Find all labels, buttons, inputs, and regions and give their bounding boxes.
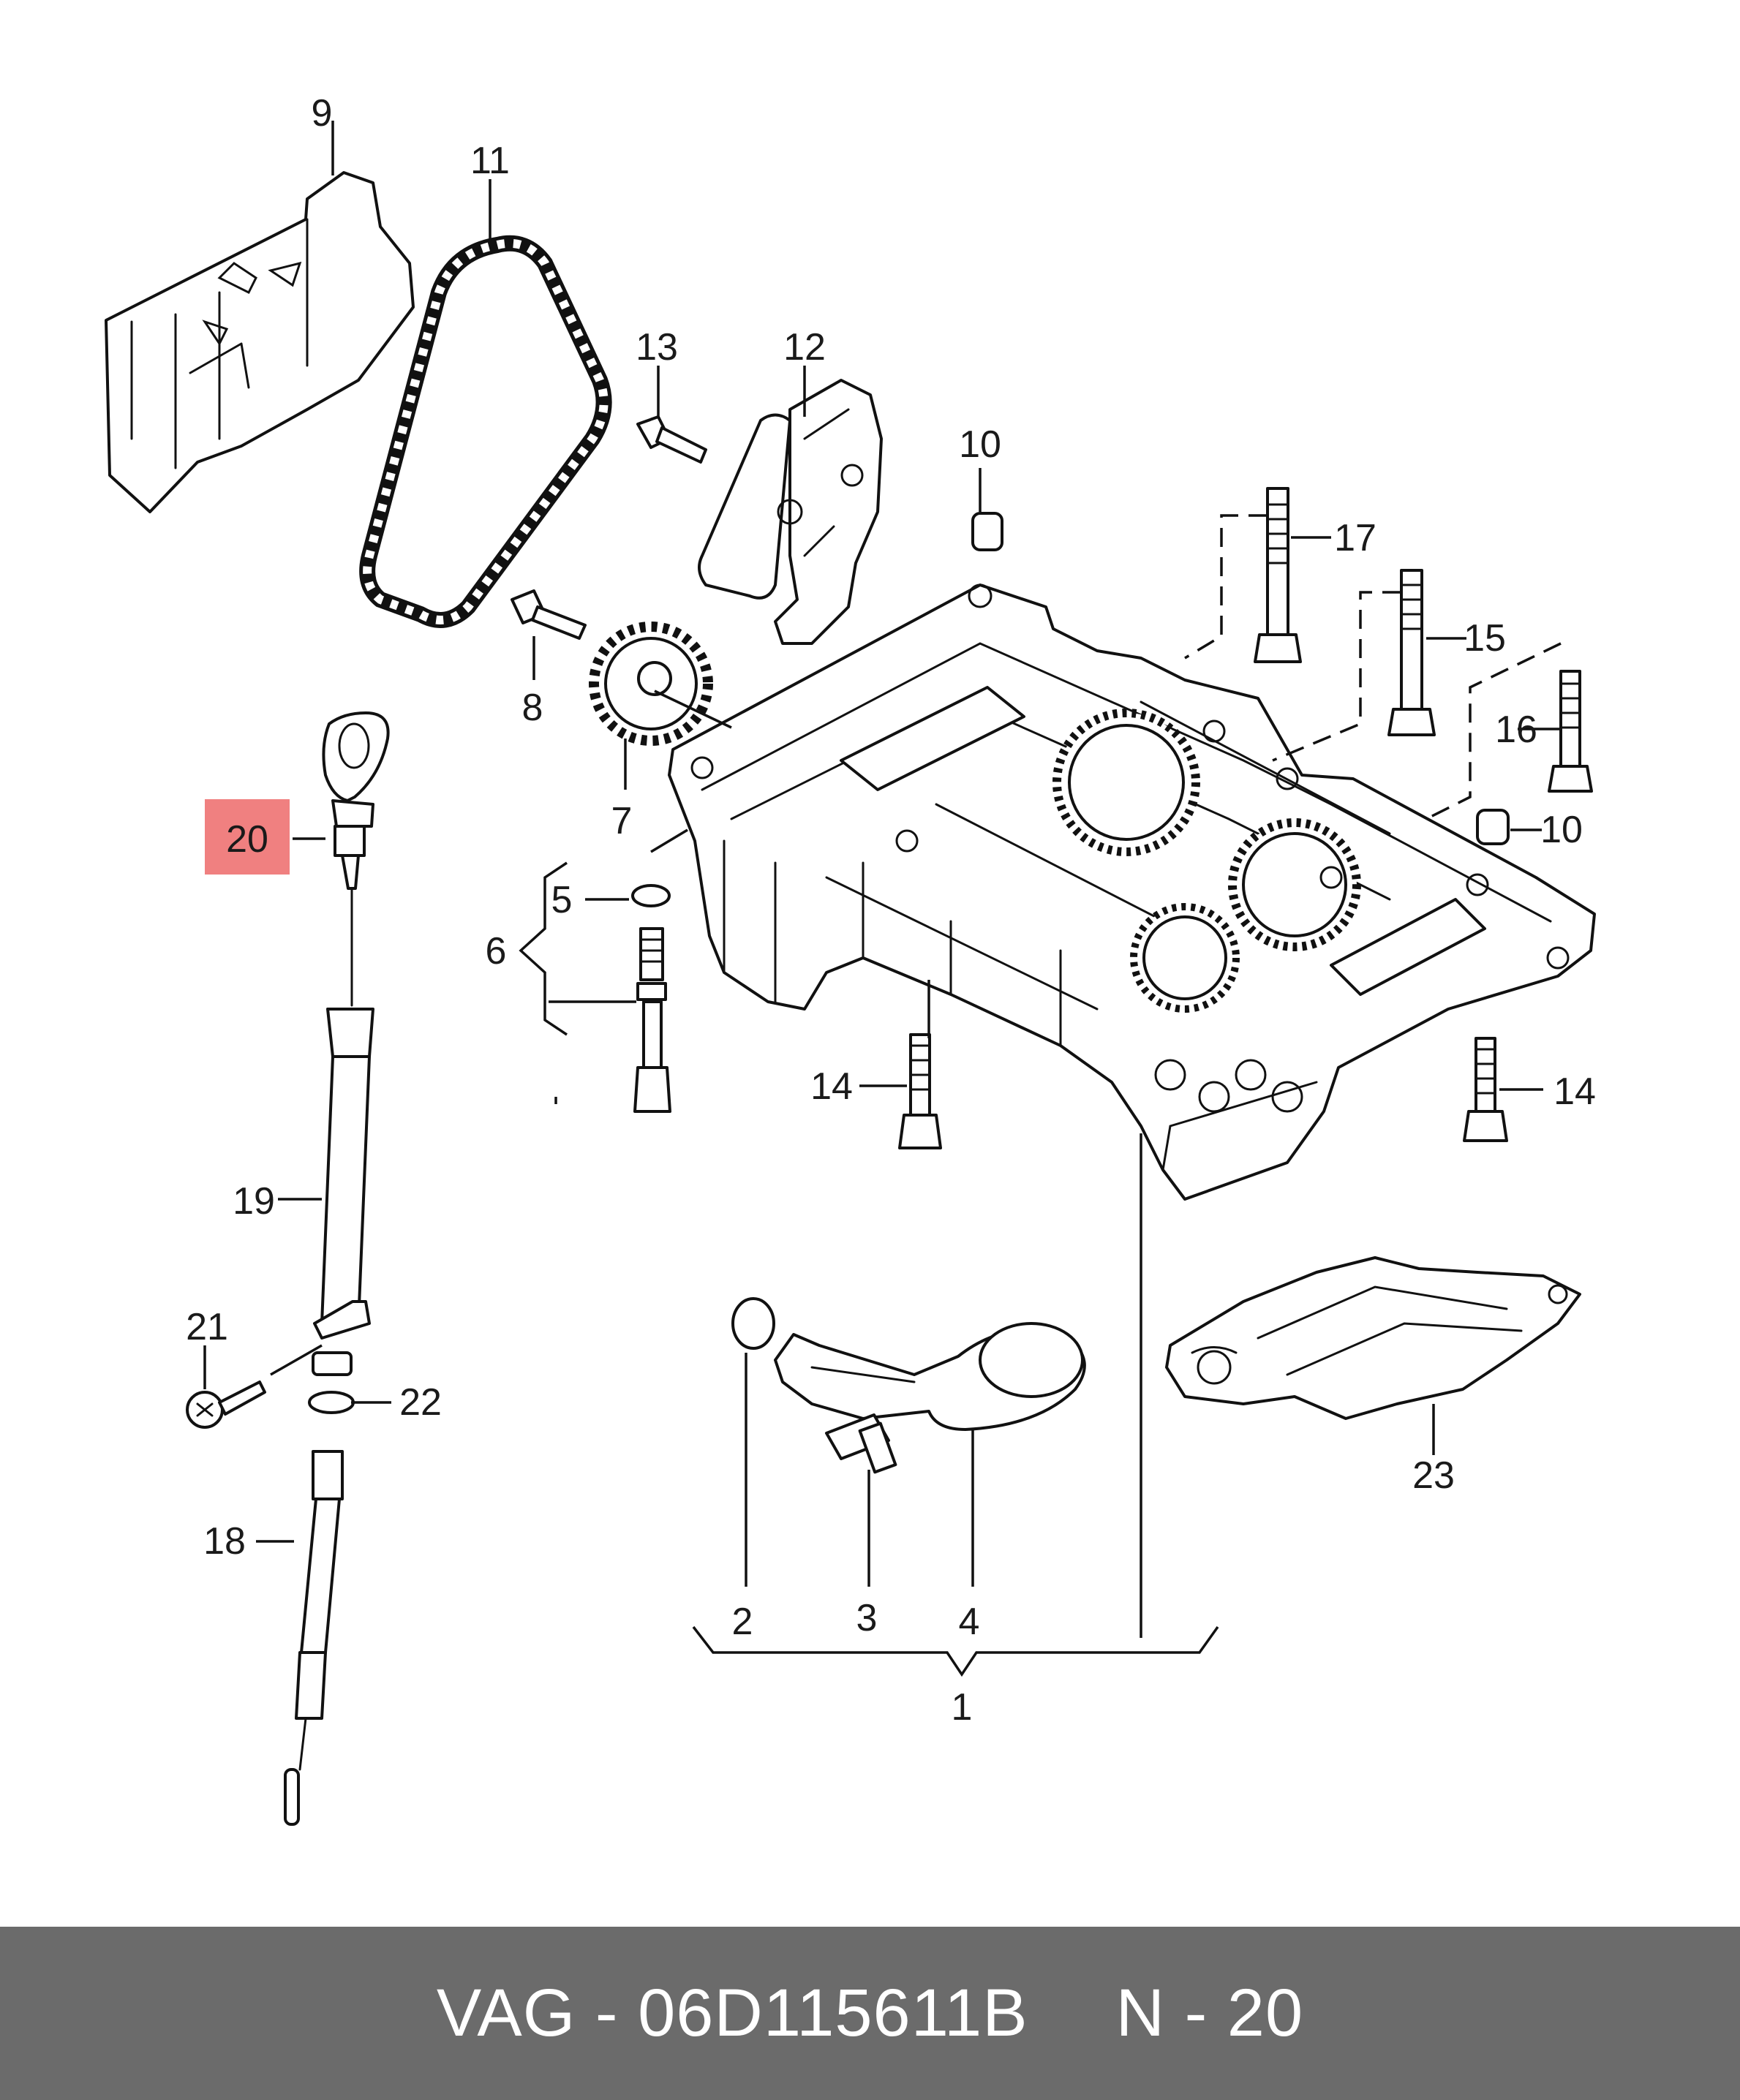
callout-19: 19: [233, 1180, 275, 1223]
part-9-chain-cover: [105, 171, 415, 513]
callout-7: 7: [611, 800, 633, 842]
part-22-o-ring: [308, 1351, 355, 1414]
part-3-bolt: [825, 1413, 897, 1474]
bracket-part-6: [519, 861, 568, 1036]
callout-23: 23: [1412, 1454, 1455, 1497]
part-12-tensioner: [698, 379, 883, 645]
position-number: N - 20: [1115, 1976, 1304, 2050]
oil-pump-balancer-housing: [668, 583, 1596, 1201]
callout-21: 21: [186, 1306, 228, 1348]
part-23-baffle-plate: [1165, 1256, 1581, 1420]
callout-2: 2: [732, 1601, 753, 1643]
callout-4: 4: [959, 1601, 980, 1643]
callout-17: 17: [1334, 517, 1376, 559]
part-7-sprocket: [589, 622, 713, 746]
part-18-lower-tube: [284, 1450, 344, 1826]
callout-16: 16: [1495, 709, 1537, 751]
brand-part-number: VAG - 06D115611B: [436, 1976, 1028, 2050]
callout-1: 1: [952, 1686, 973, 1729]
callout-3: 3: [856, 1597, 878, 1639]
callout-22: 22: [399, 1381, 442, 1424]
part-21-bolt: [186, 1381, 266, 1429]
callout-9: 9: [312, 92, 333, 135]
part-14-bolt-left: [898, 1033, 942, 1149]
callout-10-top: 10: [959, 423, 1001, 466]
callout-labels: 1 2 3 4 5 6 7 8 9 10 10 11 12 13 14 14 1…: [186, 92, 1596, 1729]
callout-15: 15: [1464, 617, 1506, 660]
part-17-bolt: [1254, 487, 1302, 663]
callout-14-right: 14: [1553, 1070, 1596, 1113]
leader-lines: [203, 121, 1562, 1638]
callout-18: 18: [203, 1520, 246, 1563]
part-10-dowel-sleeve-right: [1476, 809, 1510, 845]
part-15-bolt: [1387, 569, 1436, 736]
callout-20: 20: [226, 818, 268, 861]
callout-8: 8: [522, 687, 543, 729]
part-2-o-ring: [731, 1297, 775, 1350]
highlight-box-part-20: [205, 799, 290, 875]
part-4-oil-strainer: [774, 1322, 1086, 1431]
part-5-o-ring: [631, 884, 671, 907]
callout-5: 5: [551, 879, 573, 921]
part-20-dipstick: [322, 711, 390, 1007]
callout-14-left: 14: [810, 1065, 853, 1108]
exploded-parts-diagram: 1 2 3 4 5 6 7 8 9 10 10 11 12 13 14 14 1…: [105, 92, 1596, 1826]
part-10-dowel-sleeve-top: [971, 512, 1003, 551]
part-16-bolt: [1548, 670, 1593, 793]
callout-12: 12: [783, 326, 826, 369]
part-8-bolt: [511, 589, 587, 640]
part-13-bolt: [636, 415, 707, 464]
callout-6: 6: [486, 930, 507, 972]
part-19-guide-tube: [313, 1008, 374, 1340]
part-number-footer: VAG - 06D115611B N - 20: [0, 1927, 1740, 2100]
callout-13: 13: [636, 326, 678, 369]
part-11-timing-chain: [359, 235, 612, 628]
callout-10-right: 10: [1540, 809, 1583, 851]
part-6-bolt: [633, 927, 671, 1113]
bracket-part-1: [692, 1625, 1219, 1677]
callout-11: 11: [470, 140, 510, 182]
dashed-guides: [1184, 514, 1562, 820]
part-14-bolt-right: [1463, 1037, 1508, 1142]
